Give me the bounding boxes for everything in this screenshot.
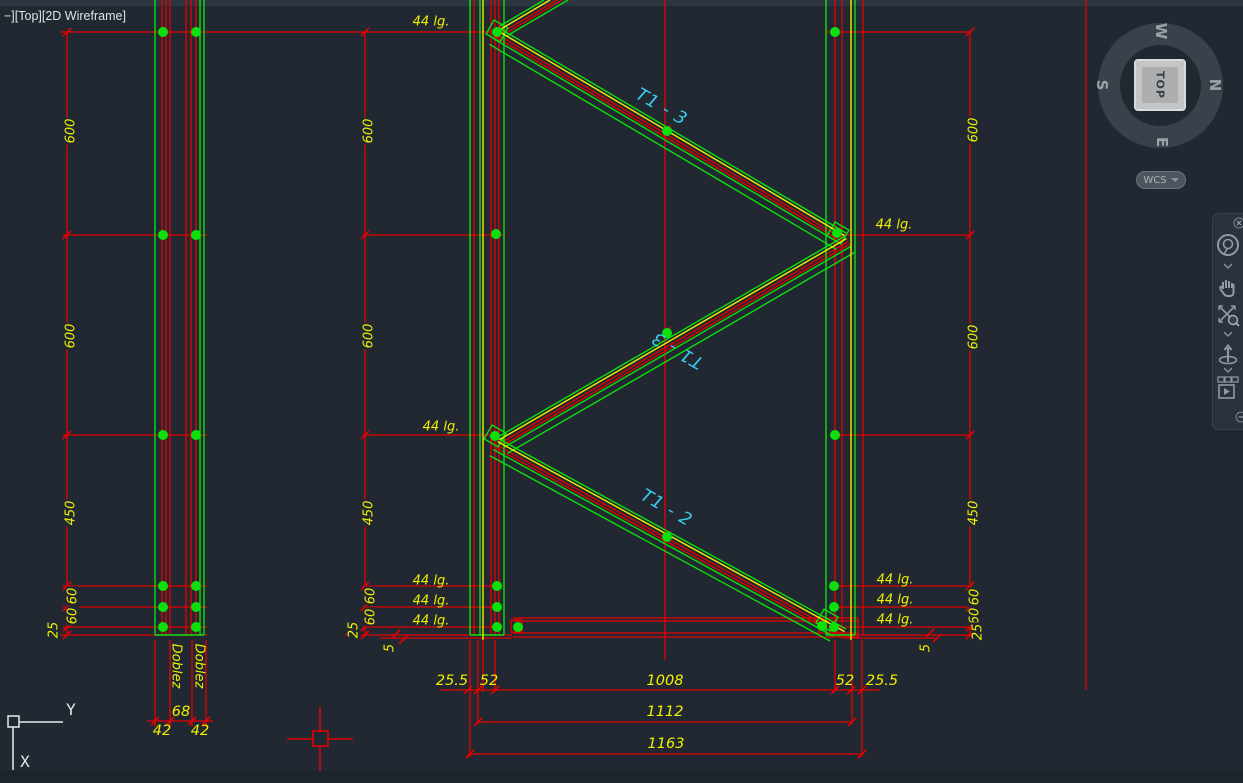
viewcube-face-label: TOP <box>1153 71 1167 99</box>
ucs-y-label: Y <box>66 700 76 719</box>
dim-label: 44 lg. <box>412 573 450 589</box>
steering-wheel-icon[interactable] <box>1215 232 1241 258</box>
dim-label: 25.5 <box>435 672 469 689</box>
structure-green <box>154 0 856 642</box>
dimension-linework <box>50 0 1087 757</box>
part-label: T1 - 3 <box>631 84 691 131</box>
close-icon[interactable] <box>1233 217 1243 229</box>
viewcube-west[interactable]: W <box>1152 22 1170 40</box>
dimension-ticks <box>62 27 975 759</box>
dim-label: 600 <box>361 322 377 350</box>
part-label: T1 - 2 <box>636 485 696 532</box>
customize-icon[interactable] <box>1235 411 1243 423</box>
dim-label: 5 <box>918 643 934 653</box>
dim-label: 1112 <box>646 703 684 720</box>
dim-label: 25 <box>970 622 986 642</box>
viewcube[interactable]: W N E S TOP <box>1093 22 1224 148</box>
horizontal-scrollbar-track[interactable] <box>0 771 1243 783</box>
dim-label: 600 <box>63 322 79 350</box>
dim-label: 42 <box>190 722 210 739</box>
navigation-bar <box>1212 213 1243 430</box>
dim-label: 44 lg. <box>876 592 914 608</box>
dim-label: 1008 <box>646 672 684 689</box>
dim-label: 44 lg. <box>412 613 450 629</box>
dim-label: 450 <box>63 499 79 527</box>
dim-label: 60 <box>363 586 379 606</box>
dim-label: 44 lg. <box>875 217 913 233</box>
viewport-controls[interactable]: −][Top][2D Wireframe] <box>4 9 126 23</box>
viewcube-face-inner <box>1142 67 1178 103</box>
pan-hand-icon[interactable] <box>1216 275 1240 299</box>
dim-label: 44 lg. <box>412 593 450 609</box>
viewcube-south[interactable]: S <box>1093 79 1111 91</box>
crosshair-cursor[interactable] <box>287 707 353 771</box>
showmotion-icon[interactable] <box>1216 375 1240 407</box>
dim-label: 600 <box>966 116 982 144</box>
dim-label: 60 <box>967 587 983 607</box>
dim-label: 52 <box>479 672 499 689</box>
dim-label: 44 lg. <box>412 14 450 30</box>
dim-label: 44 lg. <box>876 612 914 628</box>
dim-label: 25 <box>46 620 62 640</box>
ucs-x-label: X <box>20 752 30 771</box>
dim-label: 42 <box>152 722 172 739</box>
bend-label: Doblez <box>191 643 207 689</box>
dim-label: 60 <box>65 606 81 626</box>
dim-label: 1163 <box>647 735 685 752</box>
dim-label: 60 <box>65 586 81 606</box>
viewport-top-strip <box>0 0 1243 6</box>
dim-label: 600 <box>63 117 79 145</box>
part-label: T1 - 3 <box>648 326 708 373</box>
viewcube-east[interactable]: E <box>1153 136 1171 148</box>
dim-label: 44 lg. <box>876 572 914 588</box>
wcs-label: WCS <box>1143 174 1167 186</box>
wcs-dropdown[interactable]: WCS <box>1136 171 1186 189</box>
viewcube-top-face[interactable]: TOP <box>1134 59 1186 111</box>
dim-label: 44 lg. <box>422 419 460 435</box>
dim-label: 25 <box>346 620 362 640</box>
viewcube-north[interactable]: N <box>1206 78 1224 92</box>
dim-label: 52 <box>835 672 855 689</box>
dim-label: 450 <box>966 499 982 527</box>
bolt-dots <box>158 27 842 632</box>
ucs-icon <box>7 715 63 770</box>
dim-label: 5 <box>382 643 398 653</box>
dim-label: 68 <box>171 703 191 720</box>
zoom-extents-icon[interactable] <box>1215 302 1241 328</box>
dim-label: 450 <box>361 499 377 527</box>
dim-label: 60 <box>363 607 379 627</box>
bend-label: Doblez <box>168 643 184 689</box>
dim-label: 600 <box>966 323 982 351</box>
orbit-icon[interactable] <box>1215 341 1241 367</box>
chevron-down-icon[interactable] <box>1223 263 1233 269</box>
dim-label: 25.5 <box>865 672 899 689</box>
chevron-down-icon[interactable] <box>1223 367 1233 373</box>
chevron-down-icon <box>1170 178 1179 182</box>
chevron-down-icon[interactable] <box>1223 331 1233 337</box>
dim-label: 600 <box>361 117 377 145</box>
